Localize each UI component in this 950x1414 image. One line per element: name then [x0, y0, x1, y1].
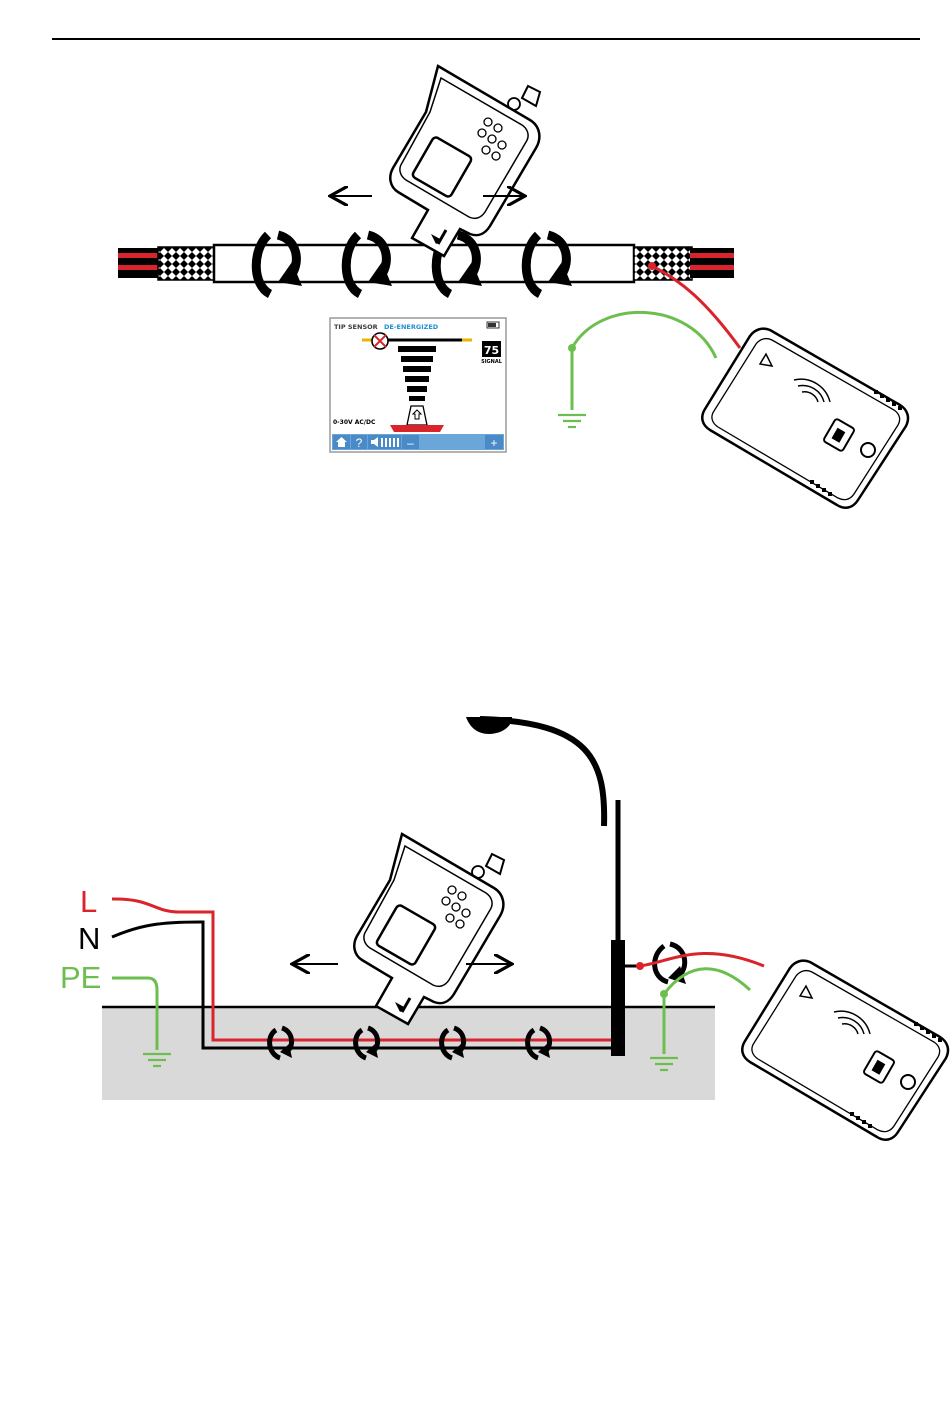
left-cable-conductors — [118, 248, 160, 278]
signal-label: SIGNAL — [481, 359, 503, 365]
bottom-streetlight-diagram: L N PE — [60, 717, 948, 1140]
screen-state: DE-ENERGIZED — [384, 323, 439, 331]
signal-value: 75 — [484, 344, 499, 357]
green-test-lead-top — [572, 312, 716, 358]
label-neutral: N — [78, 921, 100, 956]
help-label: ? — [356, 436, 363, 450]
minus-label: – — [407, 436, 414, 450]
transmitter-unit-top — [702, 329, 908, 508]
lamp-pole-base — [611, 940, 625, 1056]
right-cable-conductors — [690, 248, 734, 278]
lamp-head — [466, 717, 512, 734]
screen-title: TIP SENSOR — [334, 323, 378, 331]
voltage-range: 0-30V AC/DC — [333, 419, 376, 426]
right-cable-braid — [634, 247, 692, 280]
receiver-handset-top — [390, 66, 540, 256]
transmitter-unit-bottom — [742, 961, 948, 1140]
receiver-handset-bottom — [354, 834, 504, 1024]
sensor-tip-icon — [407, 406, 427, 425]
top-cable-diagram — [118, 66, 908, 508]
ground-symbol-top — [558, 415, 586, 427]
label-earth: PE — [60, 960, 101, 995]
receiver-screen: TIP SENSOR DE-ENERGIZED 75 SIGNAL 0-30V … — [330, 318, 506, 452]
left-cable-braid — [158, 247, 214, 280]
plus-label: + — [490, 436, 497, 450]
lamp-arm — [480, 719, 604, 826]
cable-jacket — [214, 245, 634, 282]
label-live: L — [80, 884, 97, 919]
